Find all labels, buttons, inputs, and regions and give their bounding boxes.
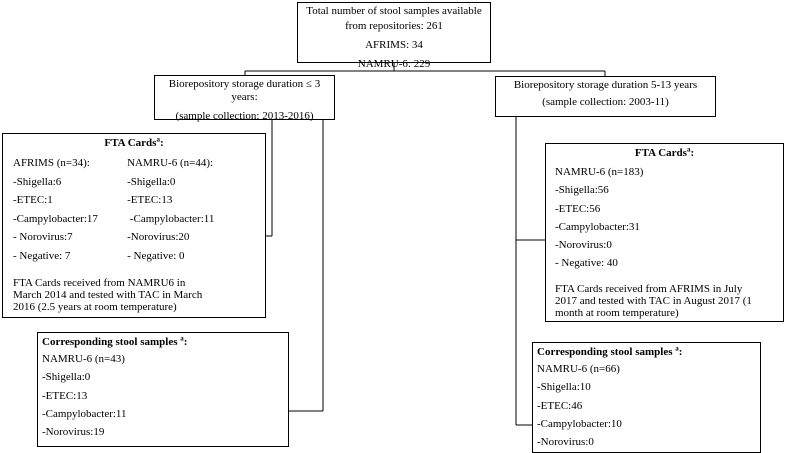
stool-long-title: Corresponding stool samples a: bbox=[537, 345, 756, 360]
fta-long-title: FTA Cardsa: bbox=[555, 146, 774, 161]
fta-short-title-sup: a bbox=[156, 135, 160, 144]
stool-long-row: NAMRU-6 (n=66) bbox=[537, 363, 620, 375]
long-storage-line2: (sample collection: 2003-11) bbox=[542, 96, 669, 108]
total-namru: NAMRU-6: 229 bbox=[357, 58, 431, 70]
fta-long-row: -ETEC:56 bbox=[555, 202, 601, 215]
fta-short-namru-row: NAMRU-6 (n=44): bbox=[127, 157, 214, 169]
fta-long-row: -Shigella:56 bbox=[555, 184, 609, 197]
stool-short-row: -ETEC:13 bbox=[42, 389, 88, 402]
fta-short-namru-row: -Shigella:0 bbox=[127, 175, 176, 188]
fta-long-row: NAMRU-6 (n=183) bbox=[555, 166, 644, 178]
fta-short-afrims-column: AFRIMS (n=34): -Shigella:6 -ETEC:1 -Camp… bbox=[13, 154, 127, 265]
stool-long-row: -ETEC:46 bbox=[537, 399, 583, 412]
fta-short-namru-row: -ETEC:13 bbox=[127, 194, 173, 206]
stool-long-title-text: Corresponding stool samples bbox=[537, 346, 673, 358]
stool-short-row: -Campylobacter:11 bbox=[42, 407, 127, 420]
fta-short-title-text: FTA Cards bbox=[104, 137, 157, 149]
stool-long-row: -Shigella:10 bbox=[537, 381, 591, 394]
total-line1: Total number of stool samples available bbox=[306, 5, 482, 17]
fta-long-note-line: month at room temperature) bbox=[555, 306, 679, 319]
fta-short-namru-row: -Norovirus:20 bbox=[127, 231, 190, 243]
short-storage-line2: years: bbox=[231, 91, 258, 103]
total-line2: from repositories: 261 bbox=[345, 20, 443, 32]
stool-short-row: NAMRU-6 (n=43) bbox=[42, 353, 125, 365]
stool-short-title-suffix: : bbox=[183, 336, 188, 348]
short-storage-box: Biorepository storage duration ≤ 3 years… bbox=[154, 75, 335, 122]
fta-cards-short-box: FTA Cardsa: AFRIMS (n=34): -Shigella:6 -… bbox=[2, 133, 266, 318]
stool-long-row: -Campylobacter:10 bbox=[537, 417, 622, 430]
fta-short-afrims-row: -Campylobacter:17 bbox=[13, 212, 98, 225]
fta-short-afrims-row: -Shigella:6 bbox=[13, 175, 62, 188]
fta-long-note: FTA Cards received from AFRIMS in July 2… bbox=[555, 283, 774, 319]
long-storage-box: Biorepository storage duration 5-13 year… bbox=[495, 76, 716, 117]
long-storage-line1: Biorepository storage duration 5-13 year… bbox=[513, 79, 698, 91]
stool-long-title-suffix: : bbox=[678, 346, 683, 358]
short-storage-line3: (sample collection: 2013-2016) bbox=[175, 110, 314, 122]
stool-short-row: -Norovirus:19 bbox=[42, 426, 105, 439]
fta-long-title-text: FTA Cards bbox=[634, 147, 687, 159]
fta-long-title-sup: a bbox=[686, 145, 691, 154]
fta-short-title-suffix: : bbox=[159, 137, 164, 149]
fta-short-note-line: FTA Cards received from NAMRU6 in bbox=[13, 277, 186, 289]
stool-short-title-text: Corresponding stool samples bbox=[42, 336, 178, 348]
fta-short-afrims-row: -ETEC:1 bbox=[13, 194, 53, 206]
stool-short-title-sup: a bbox=[180, 334, 184, 343]
fta-long-row: -Norovirus:0 bbox=[555, 239, 612, 252]
stool-long-row: -Norovirus:0 bbox=[537, 436, 594, 449]
fta-short-namru-column: NAMRU-6 (n=44): -Shigella:0 -ETEC:13 -Ca… bbox=[127, 154, 255, 265]
stool-samples-long-box: Corresponding stool samples a: NAMRU-6 (… bbox=[532, 342, 761, 453]
fta-long-row: - Negative: 40 bbox=[555, 257, 618, 270]
fta-short-afrims-row: AFRIMS (n=34): bbox=[13, 157, 90, 169]
fta-short-note: FTA Cards received from NAMRU6 in March … bbox=[13, 277, 255, 313]
short-storage-line1: Biorepository storage duration ≤ 3 bbox=[168, 78, 321, 90]
fta-long-title-suffix: : bbox=[690, 147, 695, 159]
stool-samples-short-box: Corresponding stool samples a: NAMRU-6 (… bbox=[37, 332, 289, 447]
total-samples-box: Total number of stool samples available … bbox=[297, 2, 491, 70]
fta-long-note-line: 2017 and tested with TAC in August 2017 … bbox=[555, 294, 752, 307]
fta-short-namru-row: - Negative: 0 bbox=[127, 249, 185, 262]
total-afrims: AFRIMS: 34 bbox=[365, 39, 423, 51]
fta-short-afrims-row: - Norovirus:7 bbox=[13, 231, 73, 243]
fta-short-afrims-row: - Negative: 7 bbox=[13, 249, 71, 262]
fta-short-note-line: 2016 (2.5 years at room temperature) bbox=[13, 301, 177, 313]
stool-short-row: -Shigella:0 bbox=[42, 371, 91, 384]
fta-short-namru-row: -Campylobacter:11 bbox=[127, 212, 215, 225]
fta-cards-long-box: FTA Cardsa: NAMRU-6 (n=183) -Shigella:56… bbox=[545, 143, 784, 322]
fta-short-title: FTA Cardsa: bbox=[13, 136, 255, 151]
stool-short-title: Corresponding stool samples a: bbox=[42, 335, 284, 350]
fta-short-note-line: March 2014 and tested with TAC in March bbox=[13, 289, 203, 301]
fta-long-row: -Campylobacter:31 bbox=[555, 220, 640, 233]
fta-long-note-line: FTA Cards received from AFRIMS in July bbox=[555, 282, 743, 295]
stool-long-title-sup: a bbox=[675, 344, 679, 353]
